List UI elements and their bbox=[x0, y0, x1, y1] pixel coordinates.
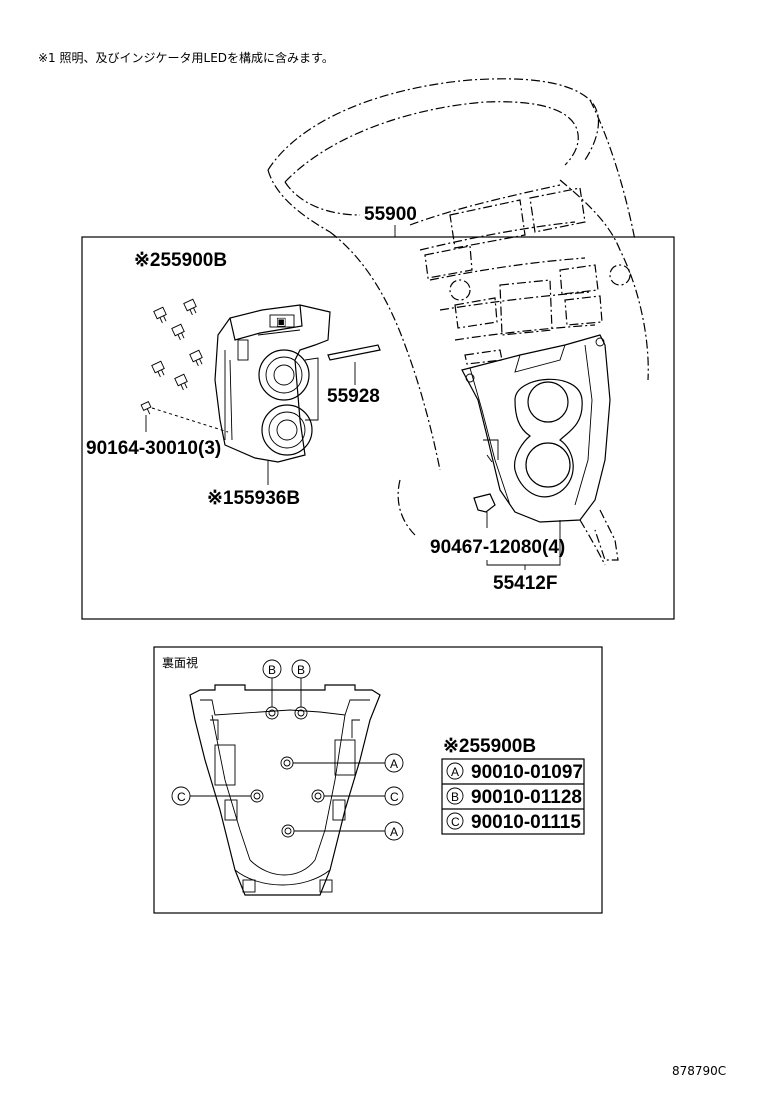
table-row-key-c: C bbox=[451, 815, 460, 829]
part-table: A 90010-01097 B 90010-01128 C 90010-0111… bbox=[441, 758, 585, 835]
callout-a-1: A bbox=[390, 757, 398, 771]
part-label-55936b: ※155936B bbox=[207, 488, 300, 509]
table-row-key-b: B bbox=[451, 790, 459, 804]
part-label-90164: 90164-30010(3) bbox=[86, 438, 221, 459]
main-detail-frame bbox=[81, 236, 675, 620]
rear-view-frame bbox=[153, 646, 603, 914]
svg-text:▣: ▣ bbox=[276, 315, 286, 328]
part-label-55928: 55928 bbox=[327, 386, 380, 407]
callout-c-1: C bbox=[177, 790, 186, 804]
diagram-id: 878790C bbox=[672, 1064, 726, 1078]
label-strip bbox=[327, 344, 381, 361]
rear-view-panel bbox=[189, 684, 381, 896]
callout-a-2: A bbox=[390, 825, 398, 839]
part-label-90467: 90467-12080(4) bbox=[430, 537, 565, 558]
table-row-part-c: 90010-01115 bbox=[471, 812, 581, 833]
part-label-55412f: 55412F bbox=[493, 573, 557, 594]
dashboard-outline bbox=[267, 78, 649, 566]
table-row-part-b: 90010-01128 bbox=[471, 787, 582, 808]
top-note: ※1 照明、及びインジケータ用LEDを構成に含みます。 bbox=[38, 50, 334, 65]
screw-group bbox=[140, 298, 203, 415]
center-panel bbox=[461, 334, 611, 523]
table-row-key-a: A bbox=[451, 765, 459, 779]
callout-b-1: B bbox=[268, 663, 276, 677]
table-title: ※255900B bbox=[443, 736, 536, 757]
rear-view-title: 裏面視 bbox=[162, 655, 198, 670]
part-label-55900b-top: ※255900B bbox=[134, 250, 227, 271]
callout-c-2: C bbox=[390, 790, 399, 804]
part-label-55900: 55900 bbox=[364, 204, 417, 225]
callout-b-2: B bbox=[297, 663, 305, 677]
climate-control-unit: ▣ bbox=[214, 304, 331, 463]
rear-view-callouts: B B A C C A bbox=[171, 659, 404, 841]
table-row-part-a: 90010-01097 bbox=[471, 762, 583, 783]
